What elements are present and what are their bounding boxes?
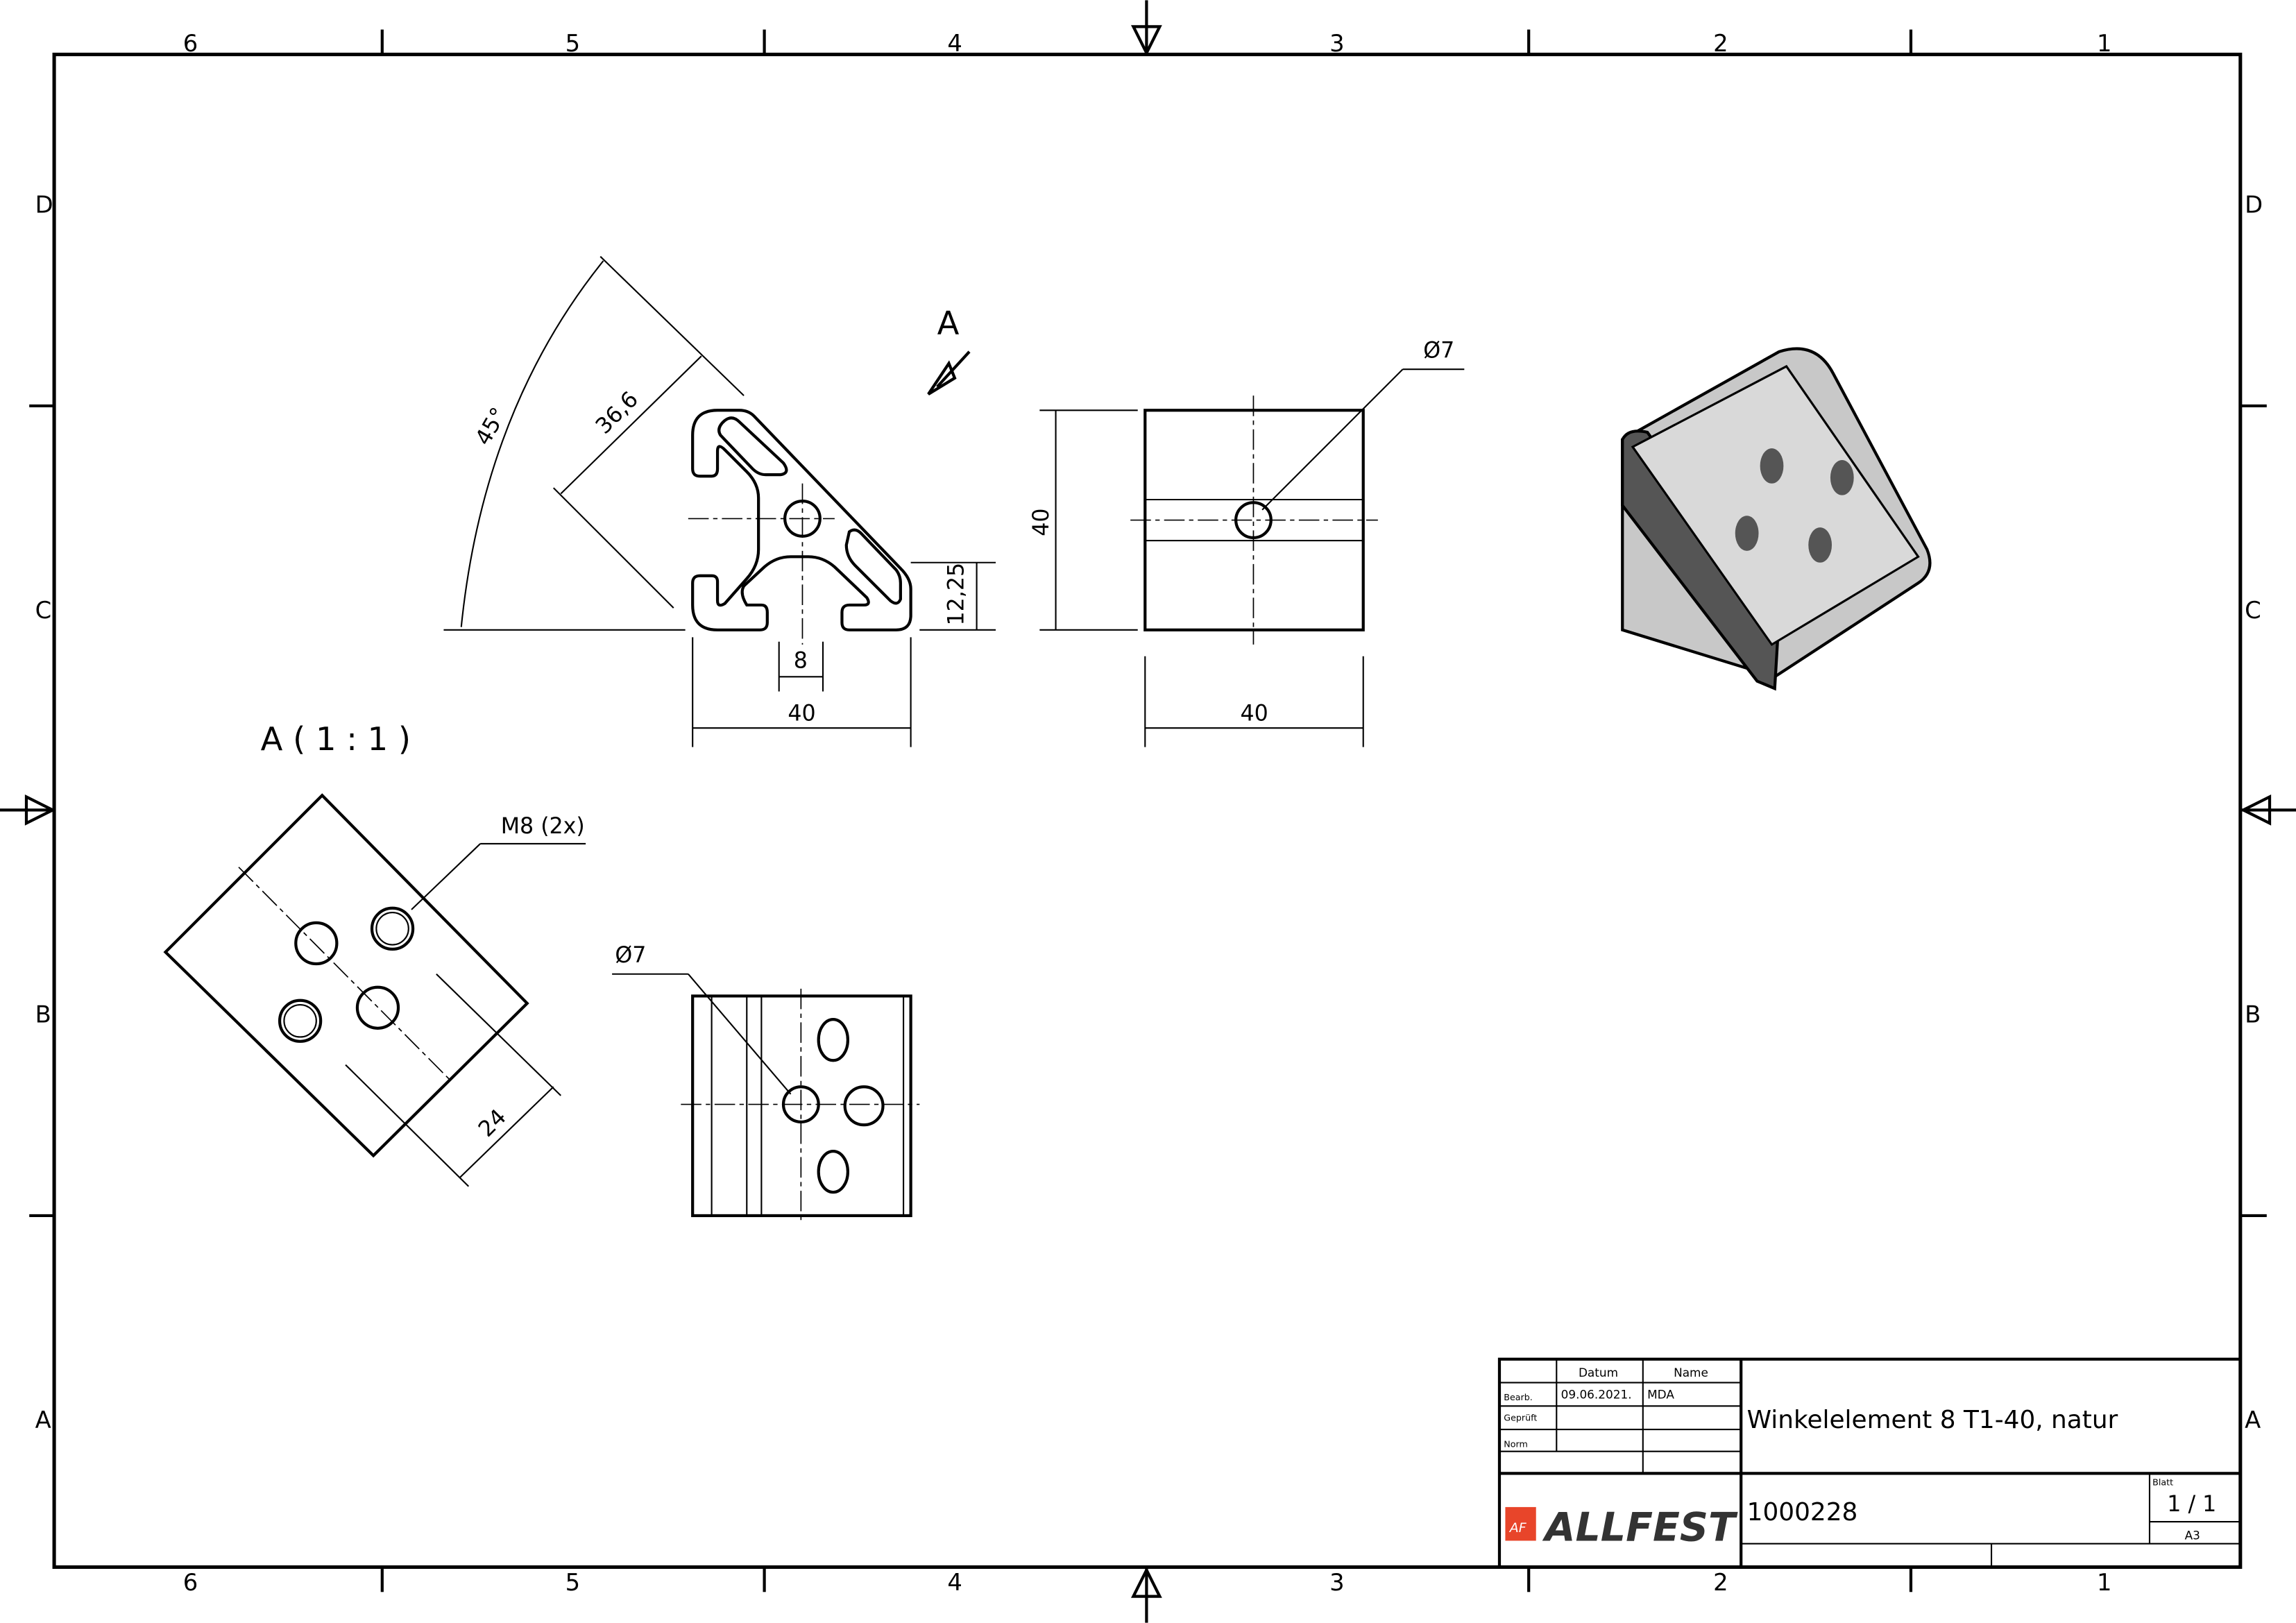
profile-front-view: 45° 36,6 12,25 8 40 A: [443, 255, 996, 747]
view-direction-label: A: [937, 305, 960, 342]
grid-ticks: [29, 29, 2267, 1592]
dim-hole-top: Ø7: [1423, 338, 1454, 363]
logo-text: ALLFEST: [1542, 1504, 1738, 1550]
paper-format: A3: [2185, 1528, 2200, 1542]
row-label: B: [2245, 1001, 2261, 1028]
dim-slot: 8: [794, 649, 808, 674]
col-label: 4: [947, 1569, 962, 1596]
bottom-view: Ø7: [612, 943, 920, 1223]
dim-hole-bottom: Ø7: [615, 943, 646, 968]
header-name: Name: [1674, 1366, 1708, 1379]
row-drawn: Bearb.: [1504, 1392, 1533, 1402]
dim-thread: M8 (2x): [501, 814, 585, 839]
dim-side-width: 40: [1240, 702, 1268, 726]
row-label: A: [2245, 1407, 2261, 1434]
grid-labels: 6 5 4 3 2 1 6 5 4 3 2 1 D C B A D C B A: [35, 30, 2263, 1596]
col-label: 1: [2097, 1569, 2111, 1596]
col-label: 2: [1713, 30, 1728, 57]
isometric-view: [1621, 347, 1932, 691]
drawing-title: Winkelelement 8 T1-40, natur: [1747, 1406, 2118, 1434]
row-norm: Norm: [1504, 1438, 1528, 1449]
col-label: 1: [2097, 30, 2111, 57]
header-date: Datum: [1579, 1366, 1618, 1379]
logo-mark: AF: [1508, 1520, 1527, 1536]
col-label: 4: [947, 30, 962, 57]
drawn-date: 09.06.2021.: [1561, 1388, 1632, 1402]
profile-side-view: 40 40 Ø7: [1029, 338, 1465, 747]
detail-view-a: A ( 1 : 1 ) M8 (2x) 24: [163, 720, 586, 1187]
dim-height: 40: [1029, 508, 1054, 536]
row-label: A: [35, 1407, 51, 1434]
dim-offset: 12,25: [944, 563, 969, 626]
row-label: D: [35, 191, 53, 218]
title-block: Datum Name Bearb. Geprüft Norm 09.06.202…: [1497, 1357, 2242, 1569]
dim-width: 40: [788, 702, 815, 726]
row-label: B: [35, 1001, 51, 1028]
row-label: C: [2245, 597, 2261, 624]
drawn-name: MDA: [1647, 1388, 1674, 1402]
dim-angle: 45°: [470, 403, 511, 450]
drawing-frame: [52, 52, 2243, 1569]
col-label: 3: [1329, 1569, 1344, 1596]
col-label: 2: [1713, 1569, 1728, 1596]
dim-diagonal: 36,6: [591, 387, 643, 439]
col-label: 6: [183, 1569, 198, 1596]
col-label: 5: [566, 1569, 580, 1596]
row-label: D: [2245, 191, 2263, 218]
allfest-logo: AF ALLFEST: [1505, 1504, 1738, 1550]
sheet-number: 1 / 1: [2167, 1492, 2216, 1517]
sheet-label: Blatt: [2152, 1477, 2173, 1487]
col-label: 5: [566, 30, 580, 57]
col-label: 3: [1329, 30, 1344, 57]
col-label: 6: [183, 30, 198, 57]
row-label: C: [35, 597, 52, 624]
detail-label: A ( 1 : 1 ): [261, 720, 411, 758]
row-checked: Geprüft: [1504, 1412, 1537, 1422]
part-number: 1000228: [1747, 1498, 1858, 1527]
dim-spacing: 24: [474, 1105, 511, 1142]
